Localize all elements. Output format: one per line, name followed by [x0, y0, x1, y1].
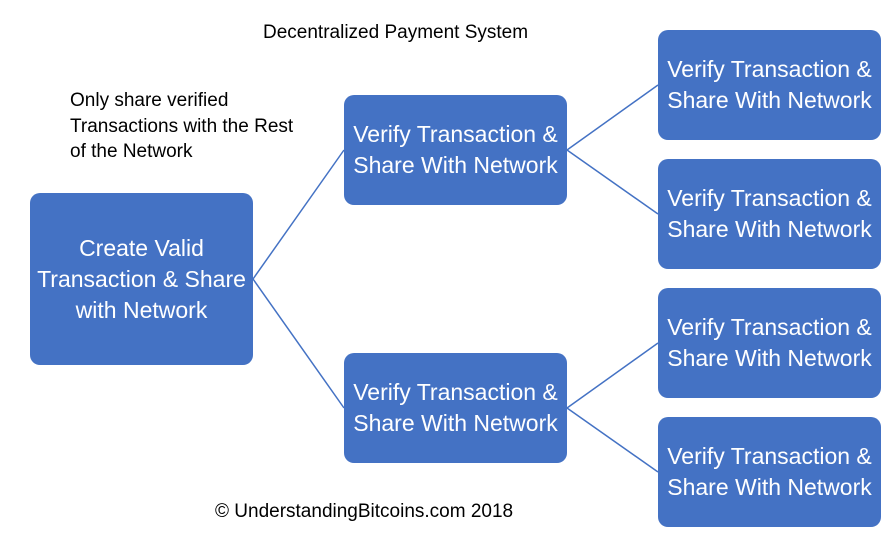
connector-mid-bottom-leaf-4 [566, 407, 659, 473]
node-leaf-2: Verify Transaction & Share With Network [658, 159, 881, 269]
connector-origin-mid-top [252, 149, 345, 280]
node-leaf-3: Verify Transaction & Share With Network [658, 288, 881, 398]
annotation-note: Only share verified Transactions with th… [70, 90, 294, 163]
connector-mid-top-leaf-2 [566, 149, 659, 215]
diagram-title: Decentralized Payment System [263, 22, 529, 43]
node-mid-top-label: Verify Transaction & Share With Network [353, 121, 558, 178]
connector-mid-bottom-leaf-3 [566, 342, 659, 409]
node-mid-bottom-label: Verify Transaction & Share With Network [353, 379, 558, 436]
node-leaf-2-label: Verify Transaction & Share With Network [667, 185, 872, 242]
node-mid-bottom: Verify Transaction & Share With Network [344, 353, 567, 463]
node-origin: Create Valid Transaction & Share with Ne… [30, 193, 253, 365]
node-leaf-4: Verify Transaction & Share With Network [658, 417, 881, 527]
node-leaf-4-label: Verify Transaction & Share With Network [667, 443, 872, 500]
node-mid-top: Verify Transaction & Share With Network [344, 95, 567, 205]
node-leaf-3-label: Verify Transaction & Share With Network [667, 314, 872, 371]
connector-origin-mid-bottom [252, 278, 345, 409]
node-leaf-1-label: Verify Transaction & Share With Network [667, 56, 872, 113]
connector-mid-top-leaf-1 [566, 84, 659, 151]
copyright-footer: © UnderstandingBitcoins.com 2018 [215, 501, 514, 522]
node-origin-label: Create Valid Transaction & Share with Ne… [37, 234, 246, 323]
node-leaf-1: Verify Transaction & Share With Network [658, 30, 881, 140]
